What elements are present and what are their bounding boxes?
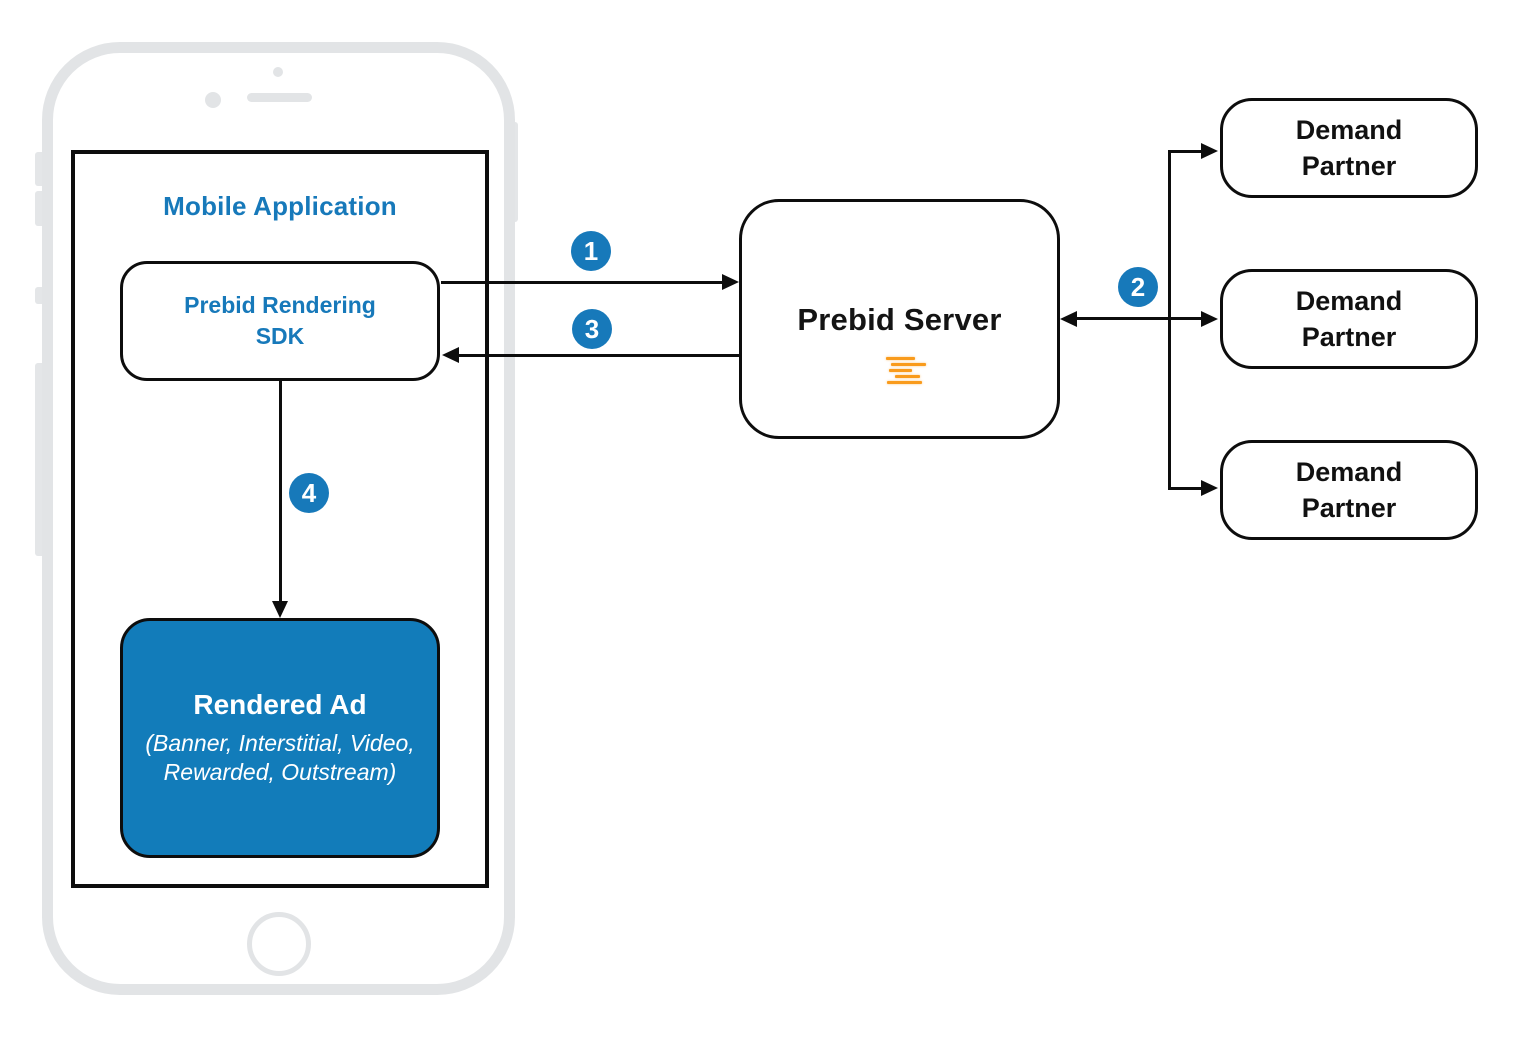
- prebid-rendering-sdk-box: Prebid Rendering SDK: [120, 261, 440, 381]
- arrow-sdk-to-ad-line: [279, 381, 282, 603]
- demand-partner-box-1: Demand Partner: [1220, 98, 1478, 198]
- rendered-ad-title: Rendered Ad: [193, 689, 367, 720]
- demand-partner-box-3: Demand Partner: [1220, 440, 1478, 540]
- demand-partner-box-2: Demand Partner: [1220, 269, 1478, 369]
- connector-dp3-hline: [1168, 487, 1202, 490]
- step-badge-2: 2: [1118, 267, 1158, 307]
- prebid-icon-bar: [889, 369, 912, 372]
- prebid-icon-bar: [895, 375, 920, 378]
- connector-dp1-hline: [1168, 150, 1202, 153]
- demand-partner-label-line1: Demand: [1295, 115, 1403, 145]
- arrow-to-dp2-head: [1201, 311, 1218, 327]
- rendered-ad-subtitle-line1: (Banner, Interstitial, Video,: [145, 730, 415, 756]
- arrow-to-dp3-head: [1201, 480, 1218, 496]
- step-badge-1: 1: [571, 231, 611, 271]
- prebid-icon-bar: [891, 363, 926, 366]
- front-camera-icon: [205, 92, 221, 108]
- step-badge-4: 4: [289, 473, 329, 513]
- rendered-ad-box: Rendered Ad (Banner, Interstitial, Video…: [120, 618, 440, 858]
- sensor-dot-icon: [273, 67, 283, 77]
- prebid-icon-bar: [887, 381, 922, 384]
- prebid-icon-bar: [886, 357, 915, 360]
- arrow-server-to-sdk-line: [459, 354, 739, 357]
- home-button-icon: [247, 912, 311, 976]
- sdk-label-line2: SDK: [255, 323, 305, 349]
- demand-partner-label-line2: Partner: [1301, 493, 1397, 523]
- prebid-lines-icon: [886, 356, 928, 386]
- arrow-sdk-to-server-line: [441, 281, 722, 284]
- arrow-server-to-sdk-head: [442, 347, 459, 363]
- arrow-to-dp1-head: [1201, 143, 1218, 159]
- sdk-label-line1: Prebid Rendering: [184, 292, 376, 318]
- demand-partner-label-line2: Partner: [1301, 322, 1397, 352]
- mobile-application-title: Mobile Application: [163, 191, 397, 221]
- demand-partner-label-line1: Demand: [1295, 457, 1403, 487]
- demand-partner-label-line1: Demand: [1295, 286, 1403, 316]
- connector-server-dp-hline: [1077, 317, 1202, 320]
- arrow-sdk-to-server-head: [722, 274, 739, 290]
- prebid-server-title: Prebid Server: [797, 302, 1002, 337]
- speaker-slot-icon: [247, 93, 312, 102]
- arrow-sdk-to-ad-head: [272, 601, 288, 618]
- arrow-dp-to-server-head: [1060, 311, 1077, 327]
- step-badge-3: 3: [572, 309, 612, 349]
- demand-partner-label-line2: Partner: [1301, 151, 1397, 181]
- prebid-server-box: Prebid Server: [739, 199, 1060, 439]
- phone-frame: [42, 42, 515, 995]
- rendered-ad-subtitle-line2: Rewarded, Outstream): [163, 759, 397, 785]
- connector-dp-branch-vline: [1168, 150, 1171, 490]
